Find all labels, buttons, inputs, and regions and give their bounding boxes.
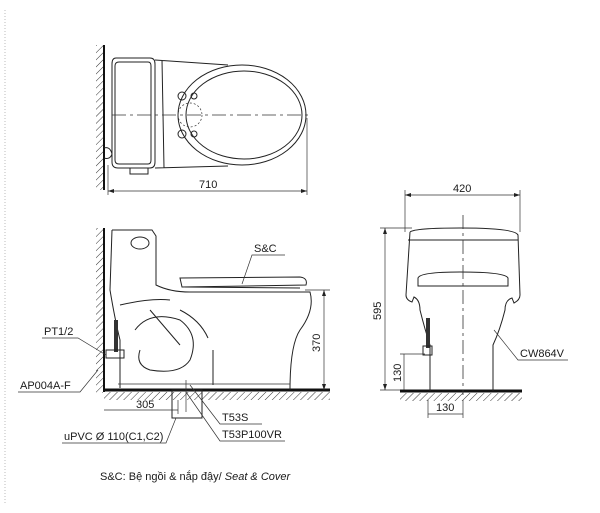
label-seat-cover: S&C bbox=[254, 243, 277, 255]
dim-420: 420 bbox=[453, 183, 471, 195]
dim-305: 305 bbox=[136, 399, 154, 411]
caption-italic: Seat & Cover bbox=[224, 471, 291, 483]
dim-130-horizontal: 130 bbox=[436, 402, 454, 414]
dim-370: 370 bbox=[311, 334, 323, 352]
front-view: 420 595 130 130 CW864V bbox=[372, 183, 568, 418]
caption: S&C: Bệ ngồi & nắp đậy/ Seat & Cover bbox=[100, 471, 290, 483]
top-view: 710 bbox=[96, 45, 312, 195]
label-t53p100vr: T53P100VR bbox=[222, 429, 282, 441]
dim-595: 595 bbox=[372, 302, 384, 320]
side-view: 370 305 S&C PT1/2 AP004A-F uPVC Ø 110(C1… bbox=[18, 228, 330, 444]
label-pt12: PT1/2 bbox=[44, 326, 73, 338]
caption-text: S&C: Bệ ngồi & nắp đậy/ bbox=[100, 471, 222, 483]
dim-130-vertical: 130 bbox=[392, 364, 404, 382]
label-cw864v: CW864V bbox=[520, 348, 565, 360]
dim-710: 710 bbox=[199, 179, 217, 191]
label-t53s: T53S bbox=[222, 412, 248, 424]
label-ap004a-f: AP004A-F bbox=[20, 380, 71, 392]
label-upvc-pipe: uPVC Ø 110(C1,C2) bbox=[64, 431, 163, 443]
